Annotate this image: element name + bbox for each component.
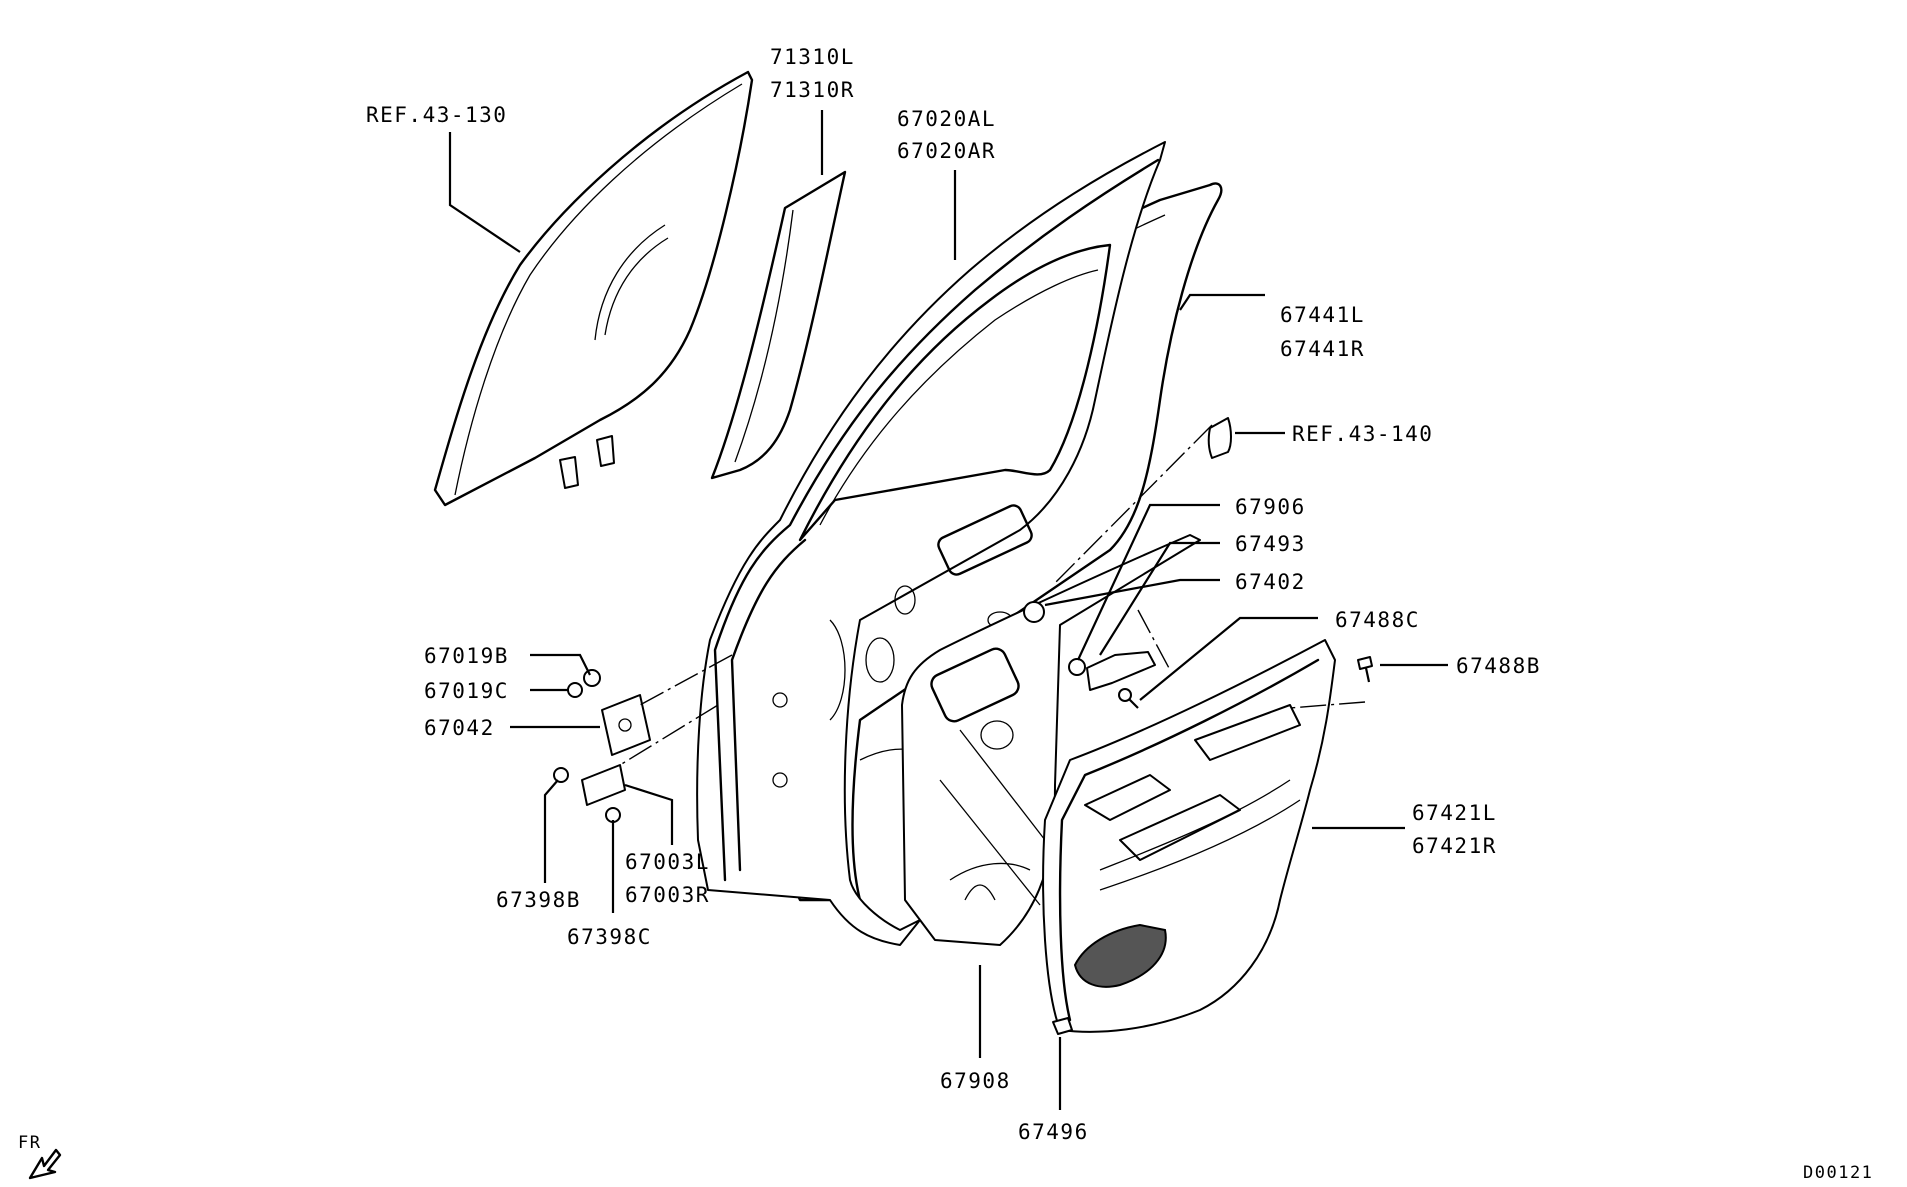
label-71310r: 71310R bbox=[770, 78, 855, 102]
hardware-parts bbox=[553, 417, 1373, 1035]
label-67398b: 67398B bbox=[496, 888, 581, 912]
clip-67906 bbox=[1068, 658, 1086, 676]
label-67441r: 67441R bbox=[1280, 337, 1365, 361]
label-67402: 67402 bbox=[1235, 570, 1306, 594]
label-67488c: 67488C bbox=[1335, 608, 1420, 632]
part-labels: REF.43-130 71310L 71310R 67020AL 67020AR… bbox=[18, 45, 1873, 1183]
bolt-67019b bbox=[583, 669, 601, 687]
label-67398c: 67398C bbox=[567, 925, 652, 949]
label-67496: 67496 bbox=[1018, 1120, 1089, 1144]
checker-67003 bbox=[581, 764, 626, 806]
label-71310l: 71310L bbox=[770, 45, 855, 69]
diagram-id: D00121 bbox=[1803, 1163, 1873, 1183]
screw-67488b bbox=[1357, 656, 1373, 670]
door-glass bbox=[433, 70, 754, 507]
label-67019b: 67019B bbox=[424, 644, 509, 668]
door-trim-panel bbox=[1042, 639, 1336, 1033]
label-fr: FR bbox=[18, 1133, 41, 1153]
bolt-67398b bbox=[553, 767, 569, 783]
assembly-lines bbox=[619, 424, 1366, 766]
screw-67488c bbox=[1118, 688, 1132, 702]
front-direction-arrow-icon bbox=[28, 1148, 62, 1180]
hinge-67042 bbox=[601, 694, 651, 756]
label-67003l: 67003L bbox=[625, 850, 710, 874]
label-67493: 67493 bbox=[1235, 532, 1306, 556]
ref-43-140-part bbox=[1207, 417, 1232, 459]
label-67020ar: 67020AR bbox=[897, 139, 996, 163]
clip-67496 bbox=[1052, 1017, 1073, 1035]
label-67906: 67906 bbox=[1235, 495, 1306, 519]
label-ref-43-140: REF.43-140 bbox=[1292, 422, 1433, 446]
label-67042: 67042 bbox=[424, 716, 495, 740]
label-67441l: 67441L bbox=[1280, 303, 1365, 327]
label-67908: 67908 bbox=[940, 1069, 1011, 1093]
label-67421l: 67421L bbox=[1412, 801, 1497, 825]
bolt-67398c bbox=[605, 807, 621, 823]
label-67003r: 67003R bbox=[625, 883, 710, 907]
label-67421r: 67421R bbox=[1412, 834, 1497, 858]
label-67488b: 67488B bbox=[1456, 654, 1541, 678]
label-67020al: 67020AL bbox=[897, 107, 996, 131]
bolt-67019c bbox=[567, 682, 583, 698]
label-ref-43-130: REF.43-130 bbox=[366, 103, 507, 127]
glass-run-channel bbox=[710, 170, 847, 480]
bracket-67493 bbox=[1086, 651, 1156, 691]
clip-67402 bbox=[1023, 601, 1045, 623]
leader-lines bbox=[448, 110, 1448, 1110]
label-67019c: 67019C bbox=[424, 679, 509, 703]
